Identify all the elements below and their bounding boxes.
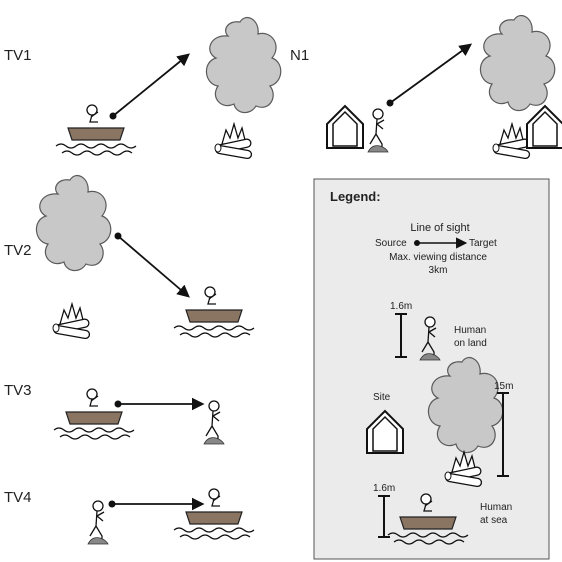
- tv1-person: [86, 104, 99, 123]
- legend-title: Legend:: [330, 189, 381, 204]
- legend-human-sea-height: 1.6m: [373, 483, 395, 494]
- tv2-boat: [173, 309, 255, 338]
- scenario-label-tv4: TV4: [4, 489, 32, 506]
- legend-human-sea-line2: at sea: [480, 515, 508, 526]
- legend-site-label: Site: [373, 392, 391, 403]
- n1-person: [367, 108, 389, 153]
- tv4-person: [87, 500, 109, 545]
- tv2-person: [204, 286, 217, 305]
- legend-max-distance-line2: 3km: [429, 265, 448, 276]
- n1-hut-right: [526, 105, 562, 149]
- tv4-source-dot: [108, 500, 116, 508]
- tv4-boat: [173, 511, 255, 540]
- legend-line-of-sight-label: Line of sight: [410, 222, 469, 234]
- legend-height-bar-land: [395, 313, 407, 358]
- n1-line-of-sight: [389, 43, 473, 104]
- tv1-fire: [214, 123, 253, 160]
- tv2-fire: [52, 303, 91, 340]
- legend-smoke-height: 15m: [494, 381, 513, 392]
- tv1-smoke: [205, 16, 282, 114]
- scenario-label-tv2: TV2: [4, 242, 32, 259]
- legend-human-land-line1: Human: [454, 325, 486, 336]
- scenario-label-tv3: TV3: [4, 382, 32, 399]
- legend-height-bar-smoke: [497, 392, 509, 477]
- scenario-label-n1: N1: [290, 47, 309, 64]
- tv3-boat: [53, 411, 135, 440]
- tv2-smoke: [35, 174, 112, 272]
- tv2-line-of-sight: [117, 235, 190, 298]
- tv1-source-dot: [109, 112, 117, 120]
- n1-smoke: [479, 14, 556, 112]
- tv2-source-dot: [114, 232, 122, 240]
- n1-source-dot: [386, 99, 394, 107]
- legend-target-label: Target: [469, 238, 497, 249]
- tv3-person: [86, 388, 99, 407]
- tv3-target-person: [203, 400, 225, 445]
- n1-hut-left: [326, 105, 364, 149]
- legend-height-bar-sea: [378, 495, 390, 538]
- tv3-source-dot: [114, 400, 122, 408]
- legend-human-sea-line1: Human: [480, 502, 512, 513]
- tv1-boat: [55, 127, 137, 156]
- legend-human-land-line2: on land: [454, 338, 487, 349]
- legend-source-label: Source: [375, 238, 407, 249]
- scenario-label-tv1: TV1: [4, 47, 32, 64]
- n1-fire: [492, 123, 531, 160]
- tv1-line-of-sight: [112, 53, 190, 117]
- legend-box: Legend: Line of sight Source Target Max.…: [313, 178, 550, 560]
- legend-max-distance-line1: Max. viewing distance: [389, 252, 487, 263]
- legend-human-land-height: 1.6m: [390, 301, 412, 312]
- tv4-target-person: [208, 488, 221, 507]
